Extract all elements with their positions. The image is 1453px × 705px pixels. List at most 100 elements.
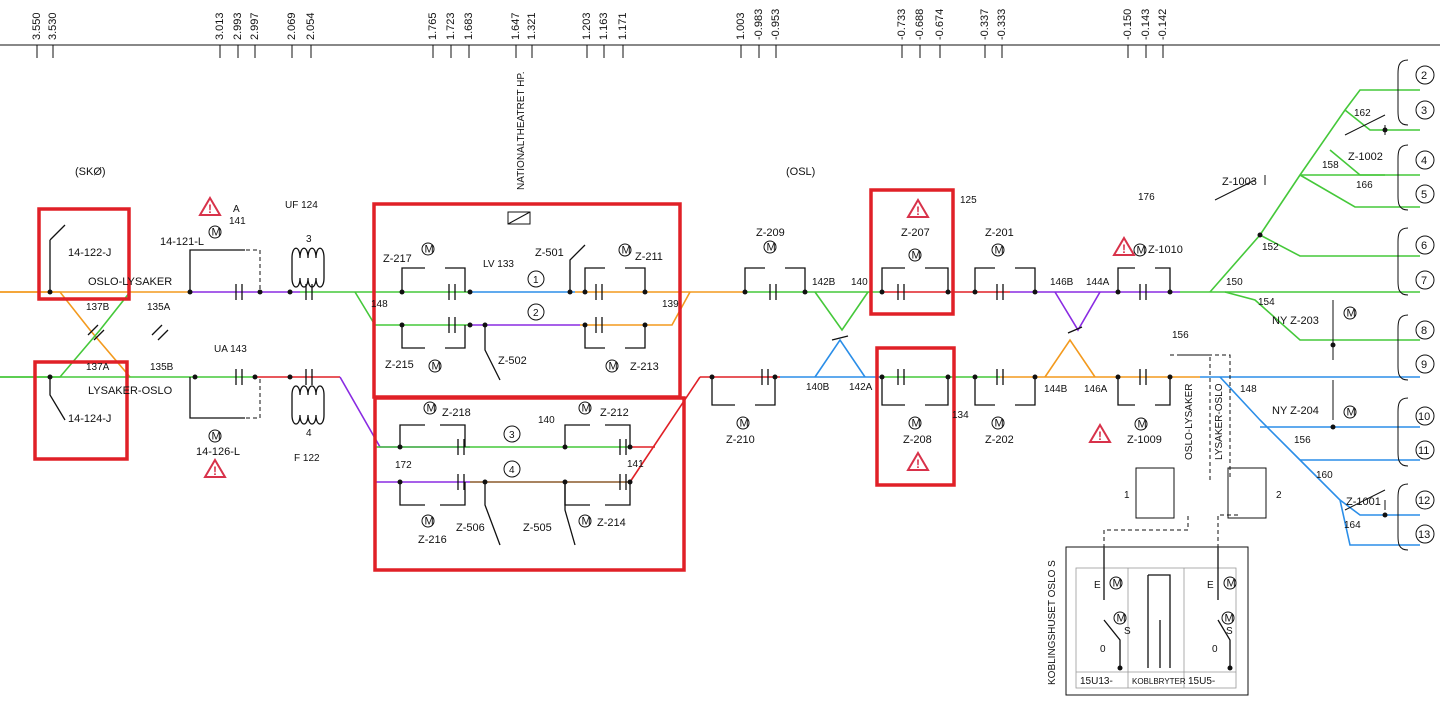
motor-icon <box>428 359 442 373</box>
motor-label: M <box>995 418 1004 430</box>
label-z215: Z-215 <box>385 359 414 371</box>
label-z212: Z-212 <box>600 407 629 419</box>
label-lysaker-oslo: LYSAKER-OSLO <box>88 385 173 397</box>
label-15u5: 15U5- <box>1188 676 1215 687</box>
label-z1003: Z-1003 <box>1222 176 1257 188</box>
motor-icon <box>991 243 1005 257</box>
motor-icon <box>421 242 435 256</box>
motor-label: M <box>1225 613 1234 625</box>
motor-label: M <box>912 418 921 430</box>
track-213-orange <box>580 291 691 326</box>
label-a: A <box>233 204 240 215</box>
track-number: 6 <box>1421 240 1427 252</box>
switch-branches <box>49 224 1171 546</box>
motor-label: M <box>1347 308 1356 320</box>
motor-icon <box>1223 576 1237 590</box>
km-label: -0.688 <box>914 9 926 40</box>
km-label: 1.163 <box>598 12 610 40</box>
track-number: 4 <box>1421 155 1427 167</box>
label-125: 125 <box>960 195 977 206</box>
km-label: -0.337 <box>979 9 991 40</box>
motor-icon <box>423 401 437 415</box>
label-zero-left: 0 <box>1100 644 1106 655</box>
motor-label: M <box>425 516 434 528</box>
misc-symbols <box>507 114 1386 511</box>
km-label: 1.765 <box>427 12 439 40</box>
km-label: -0.150 <box>1122 9 1134 40</box>
label-z1002: Z-1002 <box>1348 151 1383 163</box>
km-label: 1.683 <box>463 12 475 40</box>
motor-label: M <box>432 361 441 373</box>
label-zero-right: 0 <box>1212 644 1218 655</box>
label-134: 134 <box>952 410 969 421</box>
label-oslo-lysaker: OSLO-LYSAKER <box>88 276 172 288</box>
label-osl: (OSL) <box>786 166 815 178</box>
track-number-circle <box>1415 320 1435 340</box>
dashed-links <box>225 249 1231 480</box>
label-156: 156 <box>1172 330 1189 341</box>
motor-icon <box>908 416 922 430</box>
label-135a: 135A <box>147 302 171 313</box>
motor-icon <box>208 225 222 239</box>
label-z214: Z-214 <box>597 517 626 529</box>
motor-label: M <box>427 403 436 415</box>
label-z203: NY Z-203 <box>1272 315 1319 327</box>
track-number: 3 <box>1421 105 1427 117</box>
track-number-circle <box>1415 184 1435 204</box>
highlight-z208 <box>875 346 956 487</box>
label-z218: Z-218 <box>442 407 471 419</box>
track-crossover-orange <box>0 291 131 378</box>
motor-icon <box>1221 611 1235 625</box>
label-14-124-j: 14-124-J <box>68 413 111 425</box>
track-number: 5 <box>1421 189 1427 201</box>
motor-label: M <box>1347 407 1356 419</box>
label-z209: Z-209 <box>756 227 785 239</box>
label-158: 158 <box>1322 160 1339 171</box>
label-z213: Z-213 <box>630 361 659 373</box>
km-label: 1.203 <box>581 12 593 40</box>
tracks <box>0 89 1420 546</box>
highlight-boxes <box>33 188 956 572</box>
label-166: 166 <box>1356 180 1373 191</box>
label-lv133: LV 133 <box>483 259 514 270</box>
track-number-circle <box>1415 270 1435 290</box>
motor-label: M <box>1113 578 1122 590</box>
motor-label: M <box>582 516 591 528</box>
motor-icon <box>1134 417 1148 431</box>
warning-icon <box>906 451 930 471</box>
label-141: 141 <box>229 216 246 227</box>
track-bracket <box>1397 397 1409 467</box>
warning-mark: ! <box>916 457 920 471</box>
label-140: 140 <box>538 415 555 426</box>
text-labels: (SKØ) (OSL) NATIONALTHEATRET HP. OSLO-LY… <box>68 71 1383 687</box>
label-176: 176 <box>1138 192 1155 203</box>
label-koblbryter: KOBLBRYTER <box>1132 677 1186 686</box>
crossover-green <box>814 291 869 332</box>
km-label: 1.647 <box>510 12 522 40</box>
motor-label: M <box>1137 245 1146 257</box>
track-141-red <box>629 376 701 483</box>
crossover-purple <box>1054 291 1101 332</box>
section-circles: 1 2 3 4 <box>503 270 545 478</box>
highlight-14-122-j <box>37 207 131 301</box>
label-z211: Z-211 <box>635 251 663 263</box>
track-number-circle <box>1415 524 1435 544</box>
crossover-blue <box>814 338 866 378</box>
label-14-126-l: 14-126-L <box>196 446 240 458</box>
motor-icon <box>1109 576 1123 590</box>
warning-icon <box>1088 423 1112 443</box>
label-141b: 141 <box>627 459 644 470</box>
track-bracket <box>1397 314 1409 381</box>
motor-label: M <box>609 361 618 373</box>
km-label: 1.003 <box>735 12 747 40</box>
label-z204: NY Z-204 <box>1272 405 1319 417</box>
motor-icon <box>991 416 1005 430</box>
motor-icon <box>578 401 592 415</box>
label-150: 150 <box>1226 277 1243 288</box>
coil-4 <box>291 385 325 425</box>
label-z208: Z-208 <box>903 434 932 446</box>
circle-1-text: 1 <box>533 275 539 286</box>
motor-icon <box>908 248 922 262</box>
